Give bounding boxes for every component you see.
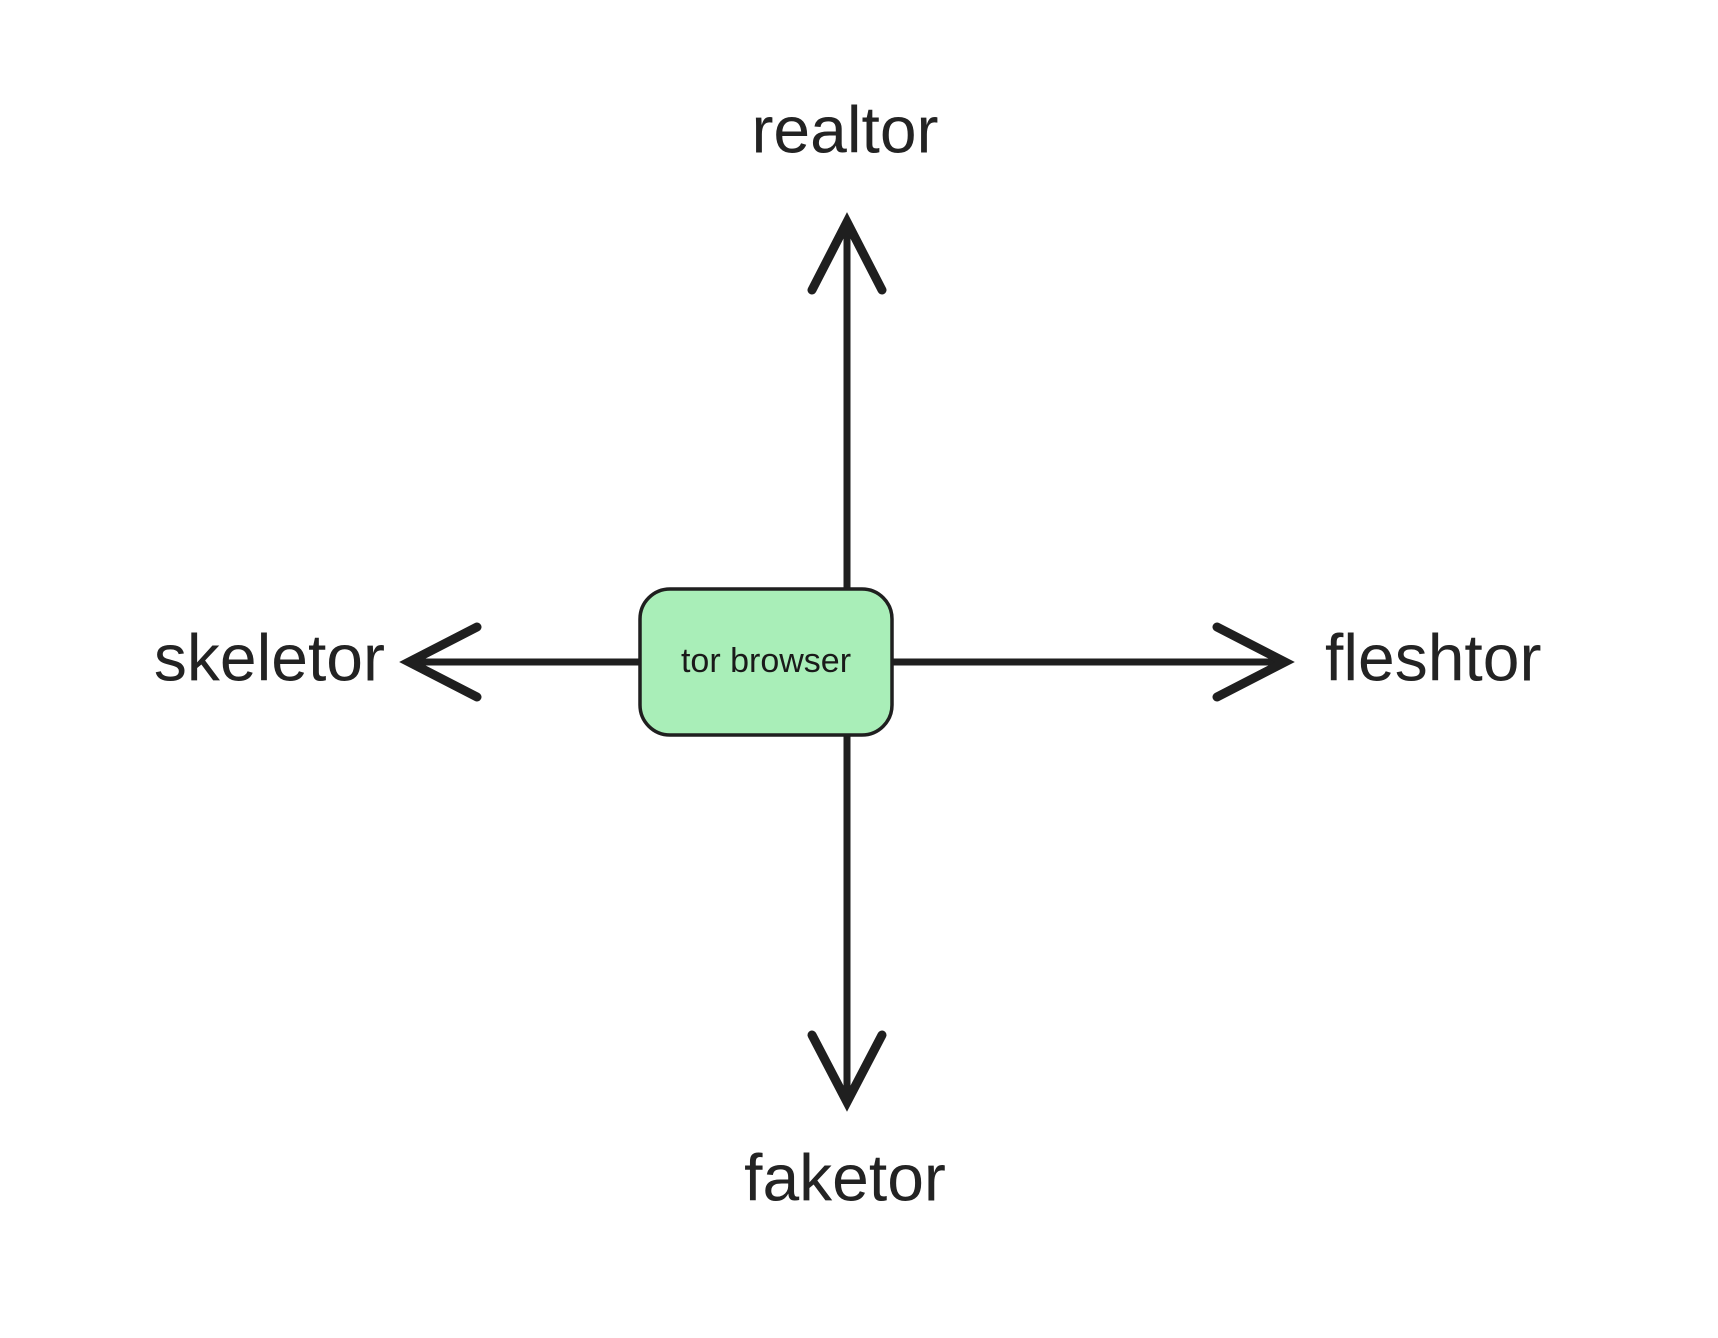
arrowhead-right-icon bbox=[1212, 622, 1295, 702]
arrowhead-down-icon bbox=[807, 1030, 887, 1112]
branch-label-down: faketor bbox=[744, 1140, 946, 1214]
edge-left bbox=[399, 622, 644, 702]
arrowhead-up-icon bbox=[807, 212, 887, 295]
branch-label-right: fleshtor bbox=[1325, 620, 1541, 694]
branch-label-left: skeletor bbox=[154, 620, 385, 694]
arrowhead-left-icon bbox=[399, 622, 482, 702]
edge-right bbox=[891, 622, 1295, 702]
center-node-label: tor browser bbox=[681, 642, 851, 680]
branch-label-up: realtor bbox=[751, 92, 938, 166]
center-node[interactable]: tor browser bbox=[638, 587, 894, 737]
center-node-shape[interactable] bbox=[638, 587, 894, 737]
